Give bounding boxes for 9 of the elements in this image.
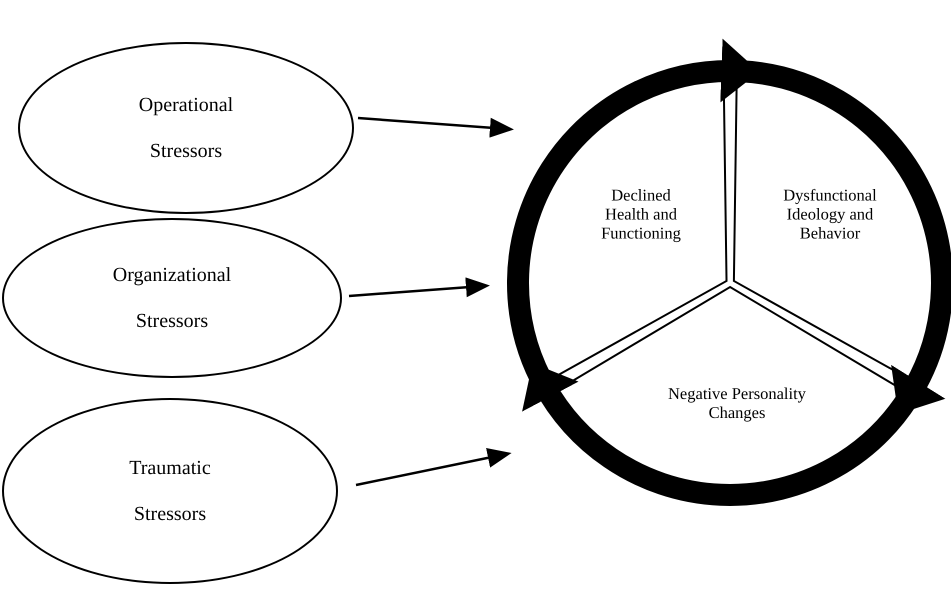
arrow bbox=[348, 277, 490, 298]
arrow bbox=[356, 448, 512, 486]
sector-label: Declined Health and Functioning bbox=[600, 186, 682, 244]
sector-label: Dysfunctional Ideology and Behavior bbox=[782, 186, 878, 244]
arrow bbox=[358, 116, 514, 138]
stressor-label: Operational Stressors bbox=[138, 93, 234, 164]
stressor-label: Traumatic Stressors bbox=[128, 456, 212, 527]
sector-label: Negative Personality Changes bbox=[667, 385, 807, 423]
stressor-label: Organizational Stressors bbox=[112, 263, 232, 334]
